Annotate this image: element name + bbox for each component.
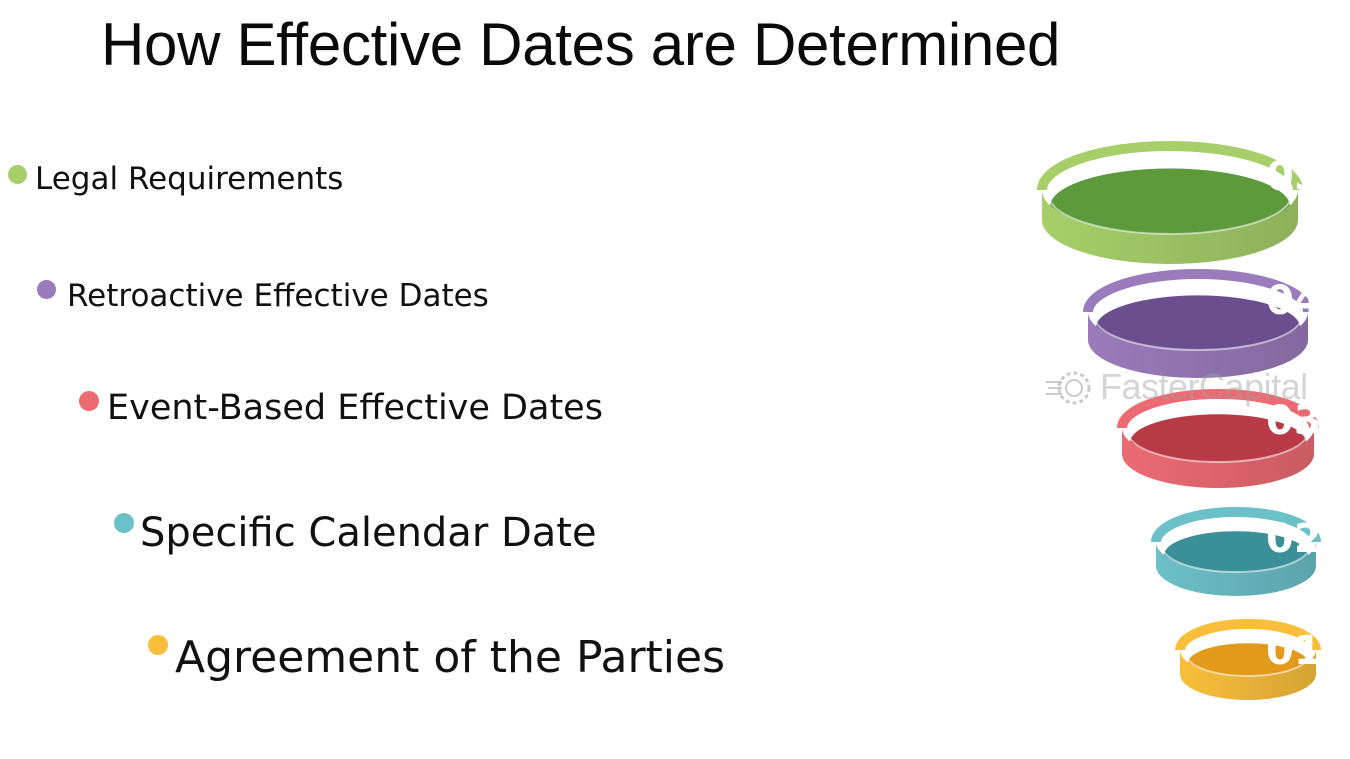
list-item-label: Agreement of the Parties [175, 632, 726, 683]
ring-02: 02 [1151, 507, 1322, 596]
ring-number-label: 01 [1266, 628, 1322, 674]
ring-04: 04 [1083, 269, 1322, 378]
ring-inner-face [1096, 295, 1300, 360]
list-item-label: Retroactive Effective Dates [67, 278, 489, 314]
bullet-dot-green [8, 165, 27, 184]
ring-band-shade [1180, 650, 1316, 700]
ring-top-rim [1083, 269, 1313, 313]
ring-band-shade [1122, 428, 1314, 488]
ring-highlight [1093, 315, 1303, 351]
ring-top-rim [1117, 389, 1319, 429]
ring-inner-face [1050, 168, 1290, 245]
list-item-label: Event-Based Effective Dates [107, 388, 603, 428]
ring-01: 01 [1175, 619, 1322, 700]
ring-number-label: 03 [1266, 398, 1322, 444]
page-title: How Effective Dates are Determined [101, 11, 1061, 78]
ring-top-rim [1151, 507, 1321, 543]
ring-inner-face [1130, 414, 1306, 471]
ring-highlight [1161, 545, 1311, 573]
ring-05: 05 [1037, 141, 1322, 264]
ring-number-label: 05 [1266, 154, 1322, 200]
list-item-label: Specific Calendar Date [140, 510, 597, 556]
spiral-ribbon-graphic: 01 02 03 04 05 [1037, 141, 1322, 700]
bullet-dot-purple [37, 280, 56, 299]
watermark-text: FasterCapital [1100, 366, 1308, 407]
ring-number-label: 02 [1266, 516, 1322, 562]
ring-band-shade [1088, 312, 1308, 378]
ring-inner-face [1164, 531, 1308, 580]
ring-03: 03 [1117, 389, 1322, 488]
bullet-dot-yellow [148, 635, 168, 655]
bullet-dot-teal [114, 513, 134, 533]
ring-top-rim [1037, 141, 1303, 191]
bullet-dot-red [79, 391, 99, 411]
list-item-label: Legal Requirements [35, 161, 344, 197]
ring-highlight [1185, 653, 1311, 677]
ring-band-shade [1042, 190, 1298, 264]
ring-band-shade [1156, 542, 1316, 596]
ring-highlight [1047, 193, 1293, 235]
ring-highlight [1127, 431, 1309, 463]
ring-top-rim [1175, 619, 1321, 651]
gear-icon [1046, 371, 1091, 405]
watermark: FasterCapital [1044, 366, 1334, 410]
ring-number-label: 04 [1266, 278, 1322, 324]
